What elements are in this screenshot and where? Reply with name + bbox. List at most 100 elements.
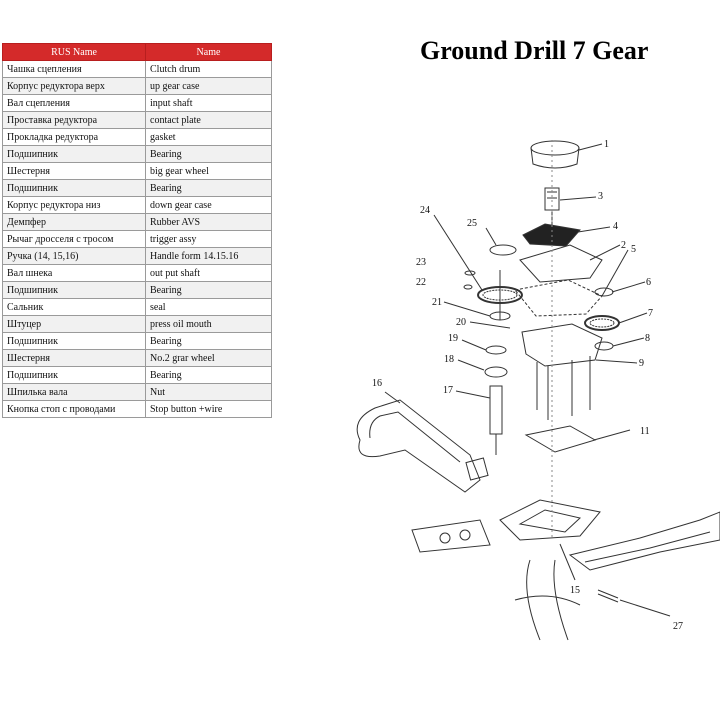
rus-name-cell: Проставка редуктора <box>2 111 146 129</box>
column-header-name: Name <box>145 43 272 61</box>
bearing-8-part <box>594 341 614 351</box>
name-cell: Bearing <box>145 332 272 350</box>
name-cell: trigger assy <box>145 230 272 248</box>
name-cell: Nut <box>145 383 272 401</box>
name-cell: down gear case <box>145 196 272 214</box>
up-gear-case-part <box>519 244 603 283</box>
name-cell: Rubber AVS <box>145 213 272 231</box>
rus-name-cell: Рычаг дросселя с тросом <box>2 230 146 248</box>
auger-part <box>514 559 581 641</box>
rus-name-cell: Чашка сцепления <box>2 60 146 78</box>
name-cell: Handle form 14.15.16 <box>145 247 272 265</box>
rus-name-cell: Подшипник <box>2 145 146 163</box>
plate-11-part <box>524 425 597 453</box>
handle-left-part <box>356 399 489 493</box>
name-cell: Clutch drum <box>145 60 272 78</box>
rus-name-cell: Корпус редуктора низ <box>2 196 146 214</box>
base-15-part <box>499 499 601 541</box>
table-row: Ручка (14, 15,16)Handle form 14.15.16 <box>2 247 272 265</box>
name-cell: seal <box>145 298 272 316</box>
callout-27: 27 <box>673 621 683 632</box>
name-cell: press oil mouth <box>145 315 272 333</box>
bolts-part <box>536 356 591 420</box>
side-plate-part <box>411 519 491 553</box>
rus-name-cell: Штуцер <box>2 315 146 333</box>
callout-11: 11 <box>640 426 650 437</box>
name-cell: gasket <box>145 128 272 146</box>
callout-20: 20 <box>456 317 466 328</box>
name-cell: No.2 grar wheel <box>145 349 272 367</box>
gear-7-part <box>584 315 620 331</box>
rus-name-cell: Демпфер <box>2 213 146 231</box>
callout-6: 6 <box>646 277 651 288</box>
name-cell: Bearing <box>145 179 272 197</box>
rus-name-cell: Подшипник <box>2 281 146 299</box>
callout-25: 25 <box>467 218 477 229</box>
name-cell: up gear case <box>145 77 272 95</box>
rus-name-cell: Сальник <box>2 298 146 316</box>
callout-24: 24 <box>420 205 430 216</box>
name-cell: contact plate <box>145 111 272 129</box>
callout-22: 22 <box>416 277 426 288</box>
callout-19: 19 <box>448 333 458 344</box>
name-cell: input shaft <box>145 94 272 112</box>
output-shaft-part <box>489 385 503 455</box>
rus-name-cell: Подшипник <box>2 332 146 350</box>
callout-17: 17 <box>443 385 453 396</box>
callout-15: 15 <box>570 585 580 596</box>
callout-23: 23 <box>416 257 426 268</box>
callout-18: 18 <box>444 354 454 365</box>
rus-name-cell: Вал сцепления <box>2 94 146 112</box>
rus-name-cell: Вал шнека <box>2 264 146 282</box>
exploded-parts-diagram: 1 2 3 4 5 6 7 8 9 11 15 16 17 18 19 20 2… <box>356 139 720 641</box>
table-header-row: RUS Name Name <box>2 43 272 61</box>
callout-21: 21 <box>432 297 442 308</box>
callout-1: 1 <box>604 139 609 150</box>
rus-name-cell: Подшипник <box>2 179 146 197</box>
name-cell: out put shaft <box>145 264 272 282</box>
callout-16: 16 <box>372 378 382 389</box>
name-cell: Bearing <box>145 366 272 384</box>
callout-3: 3 <box>598 191 603 202</box>
name-cell: Bearing <box>145 145 272 163</box>
column-header-rus-name: RUS Name <box>2 43 146 61</box>
small-part-22 <box>463 284 473 290</box>
rus-name-cell: Подшипник <box>2 366 146 384</box>
screw-27-part <box>597 589 619 603</box>
big-gear-part <box>477 270 523 320</box>
callout-4: 4 <box>613 221 618 232</box>
callout-5: 5 <box>631 244 636 255</box>
name-cell: big gear wheel <box>145 162 272 180</box>
down-gear-case-part <box>521 323 603 367</box>
callout-2: 2 <box>621 240 626 251</box>
gasket-part <box>514 279 603 317</box>
callout-9: 9 <box>639 358 644 369</box>
rus-name-cell: Корпус редуктора верх <box>2 77 146 95</box>
rus-name-cell: Ручка (14, 15,16) <box>2 247 146 265</box>
rus-name-cell: Шестерня <box>2 162 146 180</box>
name-cell: Bearing <box>145 281 272 299</box>
callout-labels: 1 2 3 4 5 6 7 8 9 11 15 16 17 18 19 20 2… <box>372 139 683 632</box>
callout-leader-lines <box>384 143 671 617</box>
rus-name-cell: Шестерня <box>2 349 146 367</box>
callout-8: 8 <box>645 333 650 344</box>
